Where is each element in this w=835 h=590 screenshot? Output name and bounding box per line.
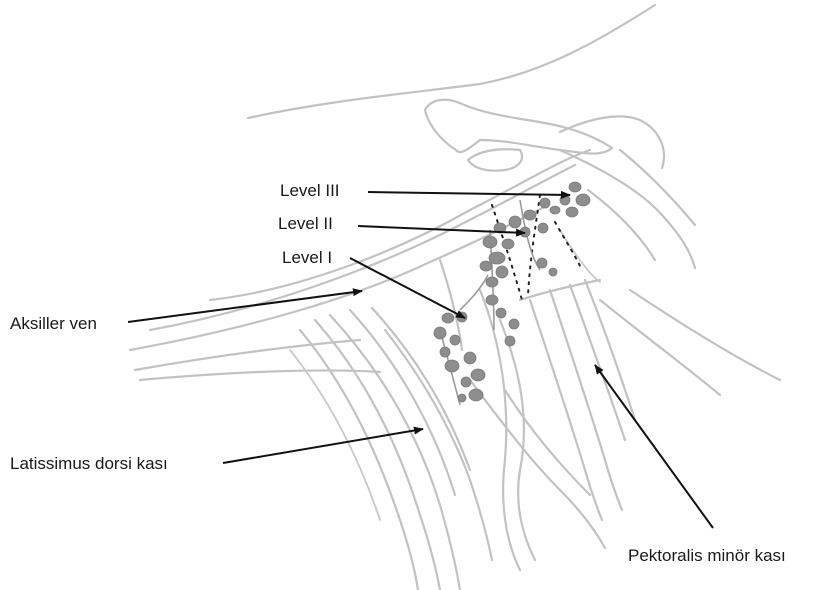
lymph-node: [540, 198, 550, 208]
lymph-node: [502, 239, 514, 249]
lymph-node: [440, 347, 450, 357]
lymph-node: [486, 277, 498, 287]
level-boundary-right: [555, 222, 582, 270]
lymph-node: [461, 377, 471, 387]
lymph-node: [569, 182, 581, 192]
humeral-head-outline: [560, 116, 664, 168]
lymph-node: [489, 252, 505, 264]
lymph-node: [469, 389, 483, 401]
lymph-node: [480, 261, 492, 271]
lymph-node: [486, 295, 498, 305]
lymph-node: [566, 207, 578, 217]
lymph-vessel-4: [460, 275, 488, 310]
lymph-node: [505, 336, 515, 346]
arm-contour: [630, 290, 780, 380]
lymph-node: [509, 319, 519, 329]
lymph-node: [434, 327, 446, 339]
chest-wall-1: [480, 290, 520, 570]
label-axillary-vein: Aksiller ven: [10, 314, 97, 334]
pectoralis-minor-fiber-1: [530, 300, 602, 520]
lymph-node: [509, 216, 521, 228]
lymph-node: [442, 313, 454, 323]
lymph-node: [496, 308, 506, 318]
lymph-nodes: [434, 182, 590, 405]
anatomy-outline: [130, 5, 780, 590]
lymph-node: [537, 258, 547, 268]
label-level-2: Level II: [278, 214, 333, 234]
lymph-node: [445, 360, 459, 372]
arm-contour-2: [600, 300, 720, 395]
lymph-node: [471, 369, 485, 381]
lymph-node: [524, 210, 536, 220]
lymph-node: [549, 268, 557, 276]
arrow-pectoralis-minor: [595, 365, 713, 528]
lymph-node: [483, 236, 497, 248]
label-pectoralis-minor: Pektoralis minör kası: [628, 546, 786, 566]
lymph-node: [450, 335, 460, 345]
label-level-1: Level I: [282, 248, 332, 268]
lymph-node: [464, 352, 476, 364]
shoulder-contour-right-2: [588, 190, 655, 260]
lymph-node: [496, 266, 508, 278]
lymph-node: [560, 195, 570, 205]
arrow-level-3: [368, 192, 570, 195]
label-arrows: [128, 192, 713, 528]
label-level-3: Level III: [280, 181, 340, 201]
coracoid-process: [425, 100, 612, 154]
lymph-node: [576, 194, 590, 206]
lymph-node: [458, 394, 466, 402]
lymph-node: [538, 223, 548, 233]
pectoralis-minor-edge-2: [560, 230, 600, 282]
lymph-node: [550, 206, 560, 214]
shoulder-contour-right: [560, 150, 695, 268]
arrow-latissimus-dorsi: [223, 429, 423, 463]
chest-wall-3: [470, 380, 605, 548]
vessel-line-1: [210, 150, 590, 300]
coracoid-stub: [468, 149, 522, 170]
label-latissimus-dorsi: Latissimus dorsi kası: [10, 454, 168, 474]
vessel-line-5: [140, 370, 380, 380]
